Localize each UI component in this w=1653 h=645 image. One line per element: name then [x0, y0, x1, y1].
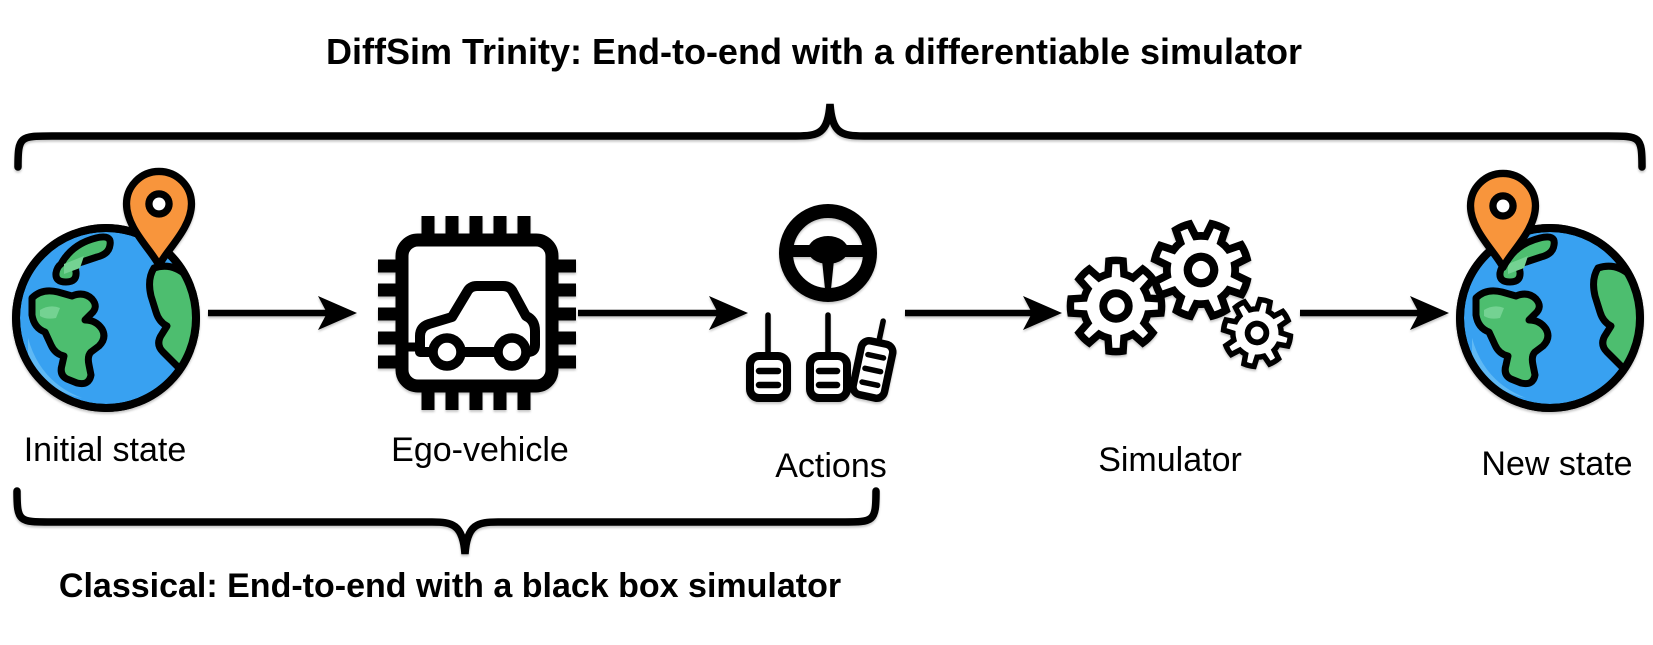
car-icon [398, 281, 540, 371]
new-state-icon [1460, 173, 1648, 408]
gears-icon [1070, 208, 1297, 373]
pedals-icon [746, 312, 897, 402]
stage-label-new-state: New state [1481, 445, 1633, 483]
arrow-right-icon [1300, 296, 1449, 330]
globe-icon [1460, 228, 1648, 408]
stage-label-initial-state: Initial state [23, 431, 187, 469]
stage-label-simulator: Simulator [1098, 441, 1242, 479]
initial-state-icon [16, 171, 204, 408]
top-brace-label: DiffSim Trinity: End-to-end with a diffe… [325, 31, 1303, 72]
steering-wheel-icon [779, 204, 877, 302]
arrow-right-icon [208, 296, 357, 330]
globe-icon [16, 228, 204, 408]
bottom-brace-label: Classical: End-to-end with a black box s… [58, 567, 842, 605]
stage-label-actions: Actions [775, 447, 887, 485]
stage-label-ego-vehicle: Ego-vehicle [391, 431, 569, 469]
gear-icon [1216, 292, 1297, 373]
arrow-right-icon [905, 296, 1062, 330]
chip-pins [378, 216, 576, 410]
microchip-car-icon [378, 216, 576, 410]
steering-wheel-pedals-icon [746, 204, 897, 402]
flow-arrows [208, 296, 1449, 330]
top-curly-brace [14, 103, 1646, 171]
bottom-curly-brace [13, 487, 880, 555]
gear-icon [1070, 260, 1161, 351]
arrow-right-icon [578, 296, 748, 330]
